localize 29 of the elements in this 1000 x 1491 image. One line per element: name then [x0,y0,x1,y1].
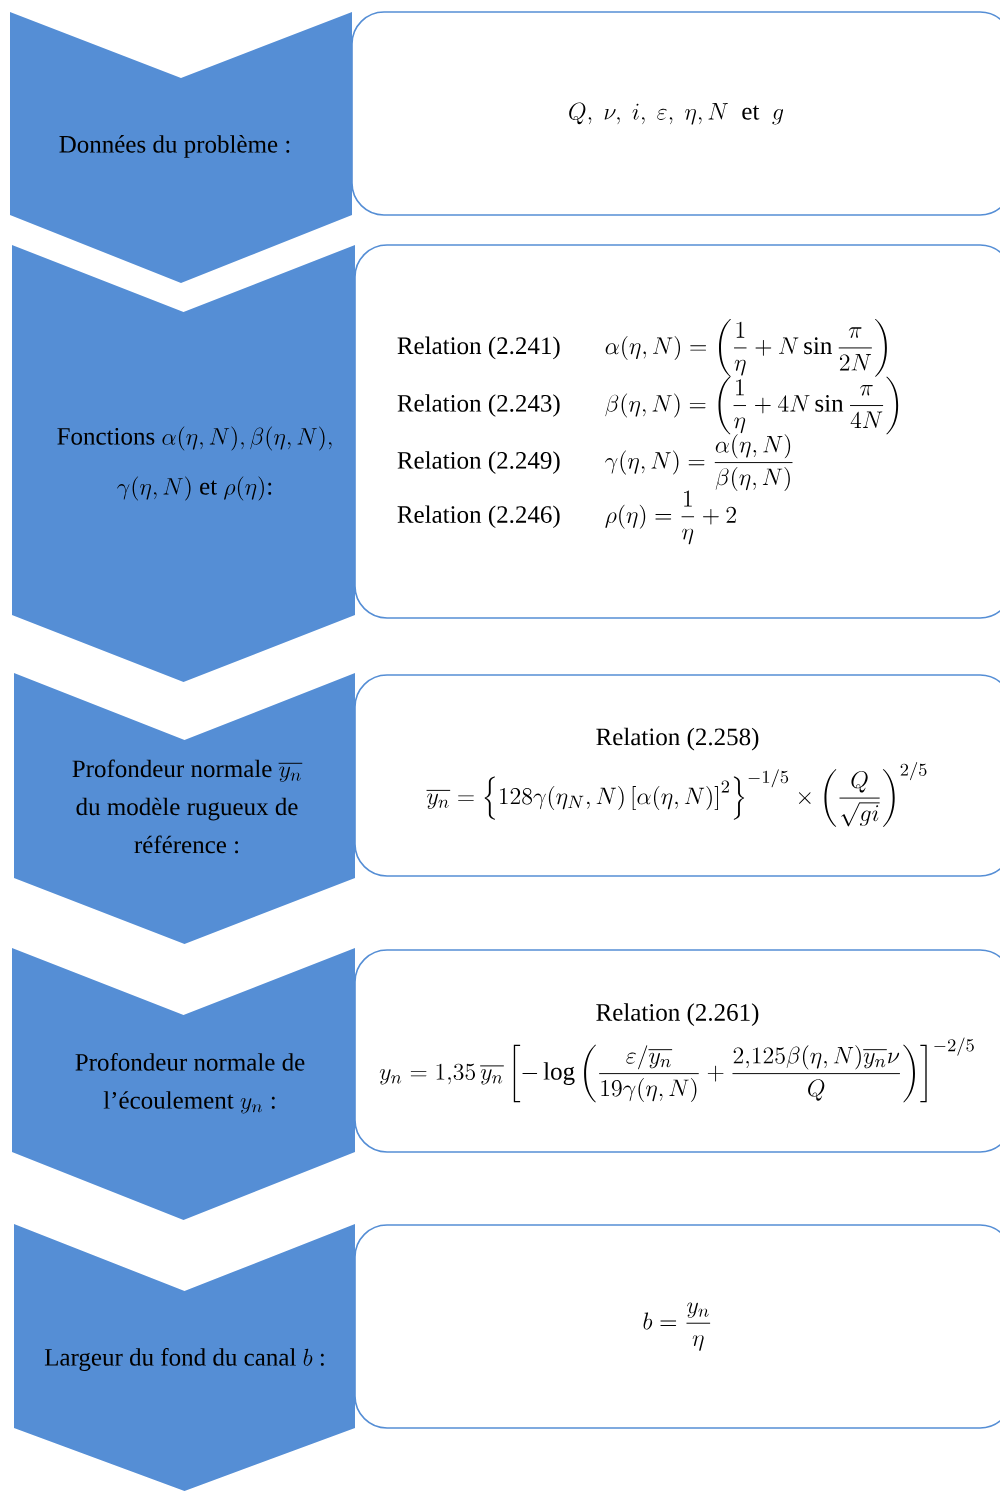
formula-box [351,11,1000,216]
formula: $\rho(\eta)=\frac{1}{\eta}+2$ [605,490,736,545]
label-text: Relation (2.249) [397,451,560,474]
label-text: Relation (2.261) [596,1003,759,1026]
label-text: Relation (2.246) [397,505,560,529]
formula: $\begin{array}{c}\text{Fonctions }\alpha(\eta,N),\beta(\eta,N),\\[10pt]\gamma(\eta,N)\text{ et }\rho(\eta)\text{:}\end{array}$ [57,426,332,501]
chevron-shape [12,948,355,1220]
formula: $\begin{array}{c}\text{Profondeur normale }\overline{y_n}\\[4pt]\text{du modèle rugueux de}\\[4pt]\text{référence :}\end{array}$ [72,759,303,854]
formula: $Q,\ \nu,\ i,\ \varepsilon,\ \eta,N\ \text{ et }\ g$ [569,102,784,125]
chevron-shape [12,245,355,682]
formula: $\beta(\eta,N)=\left(\frac{1}{\eta}+4N\sin\frac{\pi}{4N}\right)$ [605,376,899,435]
formula-box [354,674,1000,877]
label-text: Données du problème : [59,135,290,158]
label-text: Relation (2.258) [596,727,759,751]
formula: $\alpha(\eta,N)=\left(\frac{1}{\eta}+N\sin\frac{\pi}{2N}\right)$ [605,319,887,377]
chevron-shape [10,12,352,283]
chevron-shape [14,673,355,944]
formula: $\overline{y_n}=\left\{128\gamma(\eta_N,N)\left[\alpha(\eta,N)\right]^2\right\}^{-1/5}\times\left(\frac{Q}{\sqrt{gi}}\right)^{2/5}$ [426,762,927,827]
formula-box [354,1224,1000,1429]
formula: $\gamma(\eta,N)=\frac{\alpha(\eta,N)}{\beta(\eta,N)}$ [605,434,793,492]
formula-box [354,244,1000,619]
formula-box [354,949,1000,1153]
formula: $y_n=1{,}35\,\overline{y_n}\left[-\log\left(\frac{\varepsilon/\overline{y_n}}{19\gamma(\eta,N)}+\frac{2{,}125\beta(\eta,N)\overline{y_n}\nu}{Q}\right)\right]^{-2/5}$ [379,1037,974,1103]
label-text: Relation (2.241) [397,336,560,360]
formula: $b=\frac{y_n}{\eta}$ [643,1302,711,1351]
formula: $\text{Largeur du fond du canal }b\text{ :}$ [44,1347,324,1371]
chevron-shape [14,1224,355,1491]
label-text: Relation (2.243) [397,394,560,417]
formula: $\begin{array}{c}\text{Profondeur normale de}\\[4pt]\text{l’écoulement }y_n\text{ :}\end{array}$ [75,1052,305,1114]
